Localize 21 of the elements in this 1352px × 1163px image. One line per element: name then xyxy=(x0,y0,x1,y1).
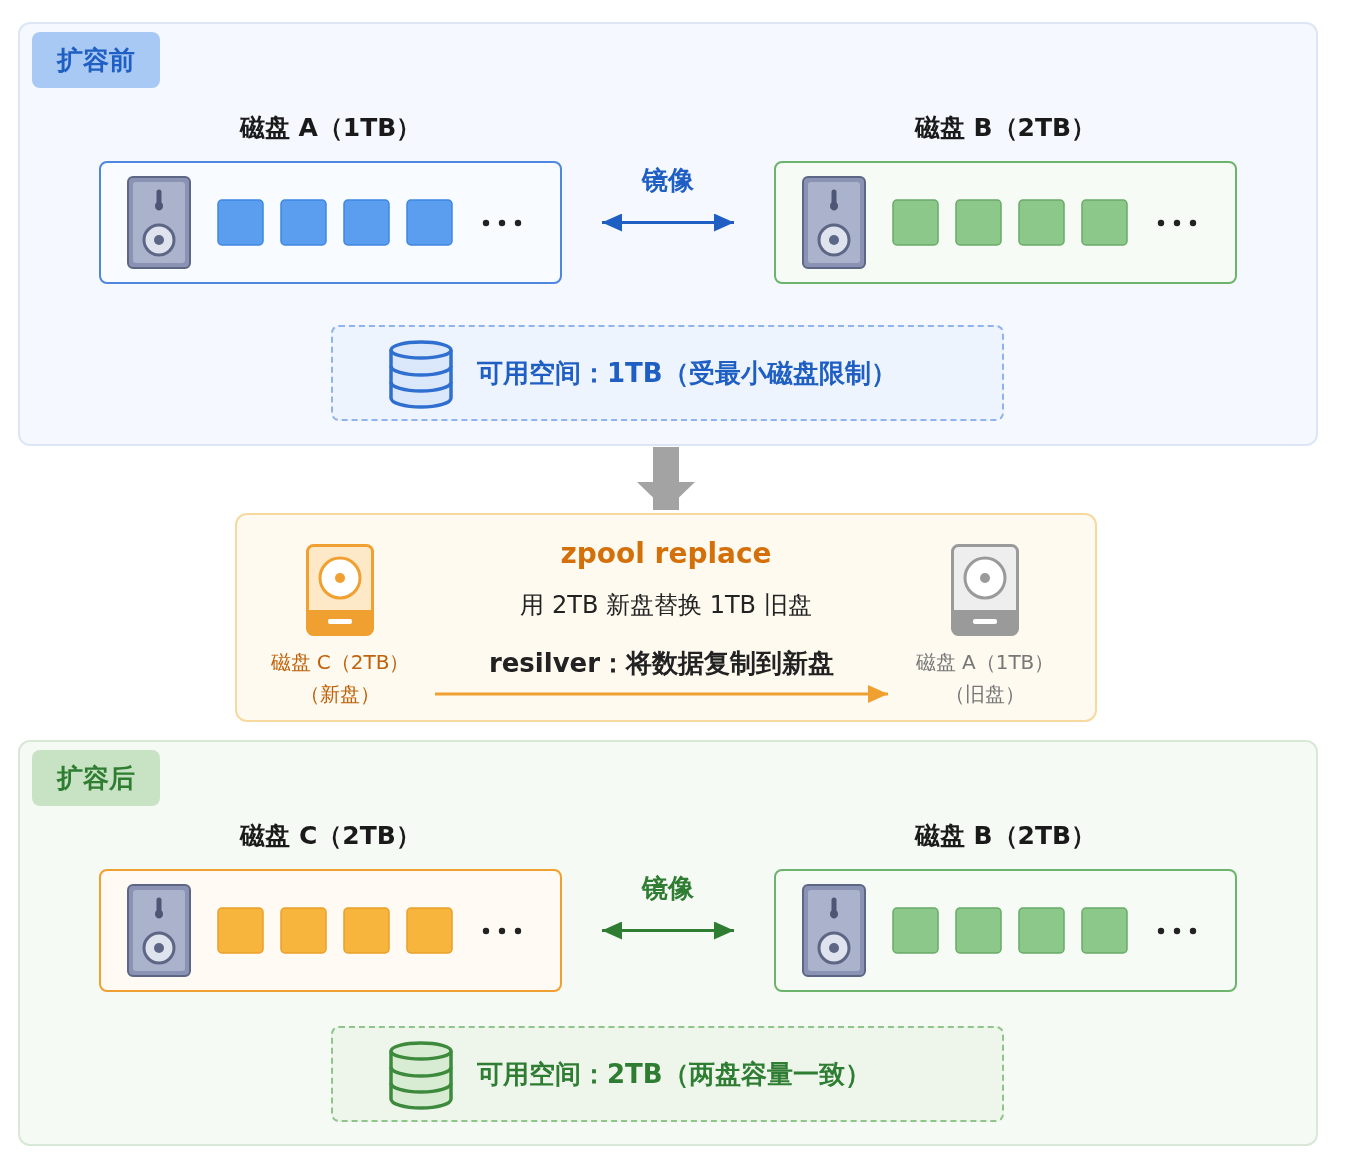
arrow xyxy=(602,921,734,940)
capacity-box xyxy=(331,1026,1004,1122)
capacity-text: 可用空间：2TB（两盘容量一致） xyxy=(477,1058,871,1091)
panel xyxy=(18,740,1318,1146)
heading-badge: 扩容前 xyxy=(32,32,160,88)
disk-caption: 磁盘 A（1TB）（旧盘） xyxy=(914,649,1056,708)
disk-label: 磁盘 B（2TB） xyxy=(914,113,1097,142)
arrow xyxy=(602,213,734,232)
step-panel xyxy=(235,513,1097,722)
capacity-box xyxy=(331,325,1004,421)
command-title: zpool replace xyxy=(560,537,772,570)
disk-label: 磁盘 C（2TB） xyxy=(240,821,421,850)
arrow xyxy=(637,447,695,510)
step-description: 用 2TB 新盘替换 1TB 旧盘 xyxy=(520,591,812,619)
capacity-text: 可用空间：1TB（受最小磁盘限制） xyxy=(477,357,897,390)
heading-badge: 扩容后 xyxy=(32,750,160,806)
disk-label: 磁盘 B（2TB） xyxy=(914,821,1097,850)
panel xyxy=(18,22,1318,446)
disk-label: 磁盘 A（1TB） xyxy=(239,113,422,142)
disk-caption: 磁盘 C（2TB）（新盘） xyxy=(269,649,411,708)
arrow xyxy=(435,685,888,703)
